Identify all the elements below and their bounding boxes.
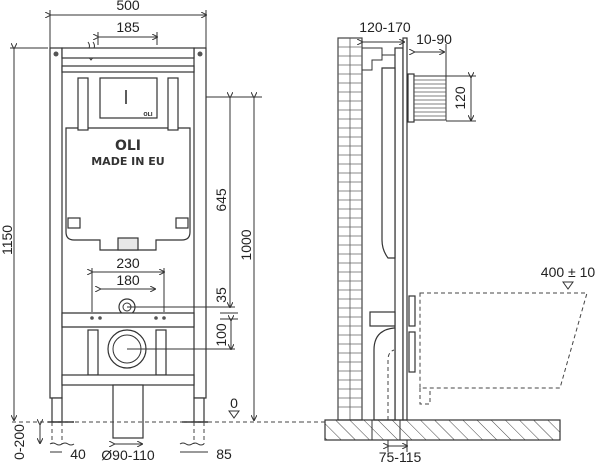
side-view: 120-170 10-90 120 400 ± 10 75-115 bbox=[300, 19, 595, 465]
dim-width-total: 500 bbox=[116, 0, 140, 13]
dim-drain-offset: 100 bbox=[213, 323, 229, 347]
dim-seat-height: 400 ± 10 bbox=[541, 264, 596, 280]
dim-frame-height: 1000 bbox=[238, 229, 254, 260]
dim-drain-distance: 75-115 bbox=[379, 449, 422, 465]
floor-level-icon bbox=[228, 410, 240, 419]
seat-level-icon bbox=[562, 281, 574, 290]
floor-level-value: 0 bbox=[230, 395, 238, 411]
dim-drain-diameter: Ø90-110 bbox=[101, 447, 155, 463]
dim-wall-distance: 120-170 bbox=[359, 19, 411, 35]
dim-offset-small: 35 bbox=[213, 287, 229, 303]
dim-flush-plate-width: 185 bbox=[116, 19, 140, 35]
brand-subtitle: MADE IN EU bbox=[91, 155, 165, 168]
dim-height-total: 1150 bbox=[0, 225, 15, 255]
cistern-label: OLI bbox=[143, 112, 152, 118]
dim-connector-inner: 180 bbox=[116, 272, 140, 288]
brand-logo: OLI bbox=[115, 138, 141, 154]
dim-leg-adjust: 0-200 bbox=[11, 424, 27, 460]
dim-plate-projection: 10-90 bbox=[416, 31, 452, 47]
dim-right-leg: 85 bbox=[216, 446, 232, 462]
front-view: 500 185 1150 OLI OLI MADE IN bbox=[0, 0, 300, 463]
dim-connector-outer: 230 bbox=[116, 255, 140, 271]
dim-flush-to-floor: 645 bbox=[213, 188, 229, 212]
dim-plate-height: 120 bbox=[452, 86, 468, 110]
dim-left-leg: 40 bbox=[70, 446, 86, 462]
